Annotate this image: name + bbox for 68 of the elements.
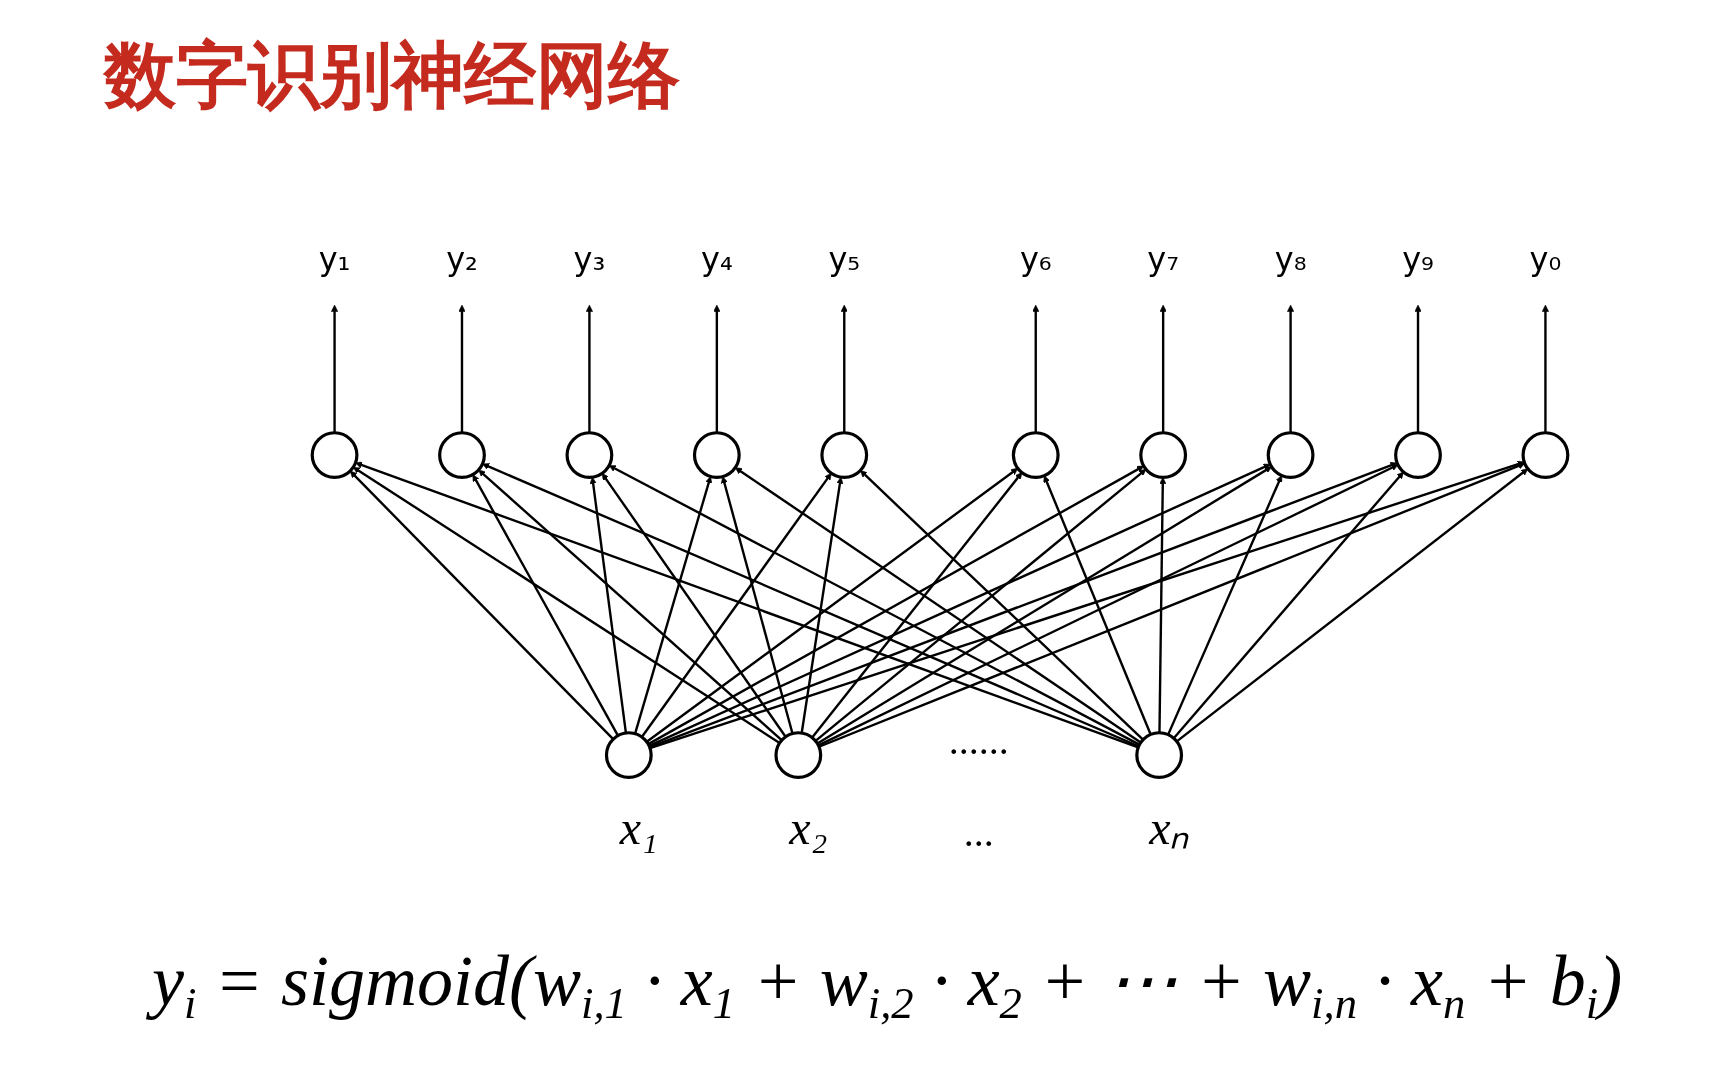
arrow xyxy=(649,462,1398,749)
node-circle xyxy=(1011,431,1060,480)
arrow xyxy=(1159,304,1167,433)
arrow xyxy=(640,472,832,738)
node-text: y₀ xyxy=(1529,240,1562,278)
arrow xyxy=(649,460,1525,750)
arrow xyxy=(720,476,794,734)
arrow xyxy=(601,473,787,738)
node-circle xyxy=(1139,431,1188,480)
arrow xyxy=(800,476,844,734)
input-label: x₁ xyxy=(618,800,659,857)
arrow xyxy=(811,472,1023,739)
node-circle xyxy=(692,431,741,480)
arrow xyxy=(713,304,721,433)
arrow xyxy=(482,463,1140,748)
arrow xyxy=(648,463,1271,747)
arrow xyxy=(1158,477,1167,733)
arrow xyxy=(840,304,848,433)
arrow xyxy=(1167,475,1283,736)
node-text: y₄ xyxy=(700,240,733,278)
node-circle xyxy=(310,431,359,480)
arrow xyxy=(1032,304,1040,433)
node-circle xyxy=(565,431,614,480)
arrow xyxy=(353,466,781,744)
node-circle xyxy=(1394,431,1442,480)
arrow xyxy=(818,462,1525,748)
arrow xyxy=(1541,304,1549,433)
node-circle xyxy=(1521,431,1570,480)
arrow xyxy=(1287,304,1295,433)
arrow xyxy=(472,474,619,737)
node-circle xyxy=(820,431,869,480)
ellipsis: ... xyxy=(963,813,994,854)
arrow xyxy=(735,467,1142,744)
arrow xyxy=(1043,475,1152,735)
arrow xyxy=(633,476,713,734)
arrow xyxy=(1176,468,1529,743)
arrow xyxy=(1414,304,1422,433)
arrow xyxy=(349,470,615,740)
arrow xyxy=(589,476,628,734)
arrow xyxy=(1172,471,1404,739)
arrow xyxy=(478,469,783,742)
node-text: y₇ xyxy=(1147,240,1180,278)
arrow xyxy=(585,304,593,433)
node-text: y₂ xyxy=(446,240,478,278)
node-text: y₈ xyxy=(1274,240,1307,278)
title: 数字识别神经网络 xyxy=(104,32,680,119)
arrow xyxy=(646,468,1019,743)
node-circle xyxy=(1266,431,1315,480)
node-text: y₉ xyxy=(1402,240,1434,278)
arrow xyxy=(355,461,1139,749)
arrow xyxy=(816,466,1272,745)
node-text: y₆ xyxy=(1019,240,1052,278)
arrow xyxy=(458,304,466,433)
formula: y$_{i}$ = sigmoid(w$_{i,1}$ · x$_{1}$ + w$_{i,2}$ · x$_{2}$ + ⋯ + w$_{i,n}$ · x$_{n}$ + b$_{i}$) xyxy=(138,935,1641,1039)
node-text: y₁ xyxy=(318,240,351,278)
arrow xyxy=(860,470,1144,741)
node-circle xyxy=(1135,731,1184,779)
node-circle xyxy=(774,731,823,779)
input-label: xₙ xyxy=(1147,800,1191,857)
input-label: x₂ xyxy=(787,800,829,857)
ellipsis: ...... xyxy=(948,721,1009,762)
node-circle xyxy=(604,731,653,779)
arrow xyxy=(331,304,339,433)
node-text: y₅ xyxy=(828,240,861,278)
arrow xyxy=(814,469,1147,742)
arrow xyxy=(817,464,1399,747)
node-circle xyxy=(438,431,486,480)
node-text: y₃ xyxy=(573,240,606,278)
